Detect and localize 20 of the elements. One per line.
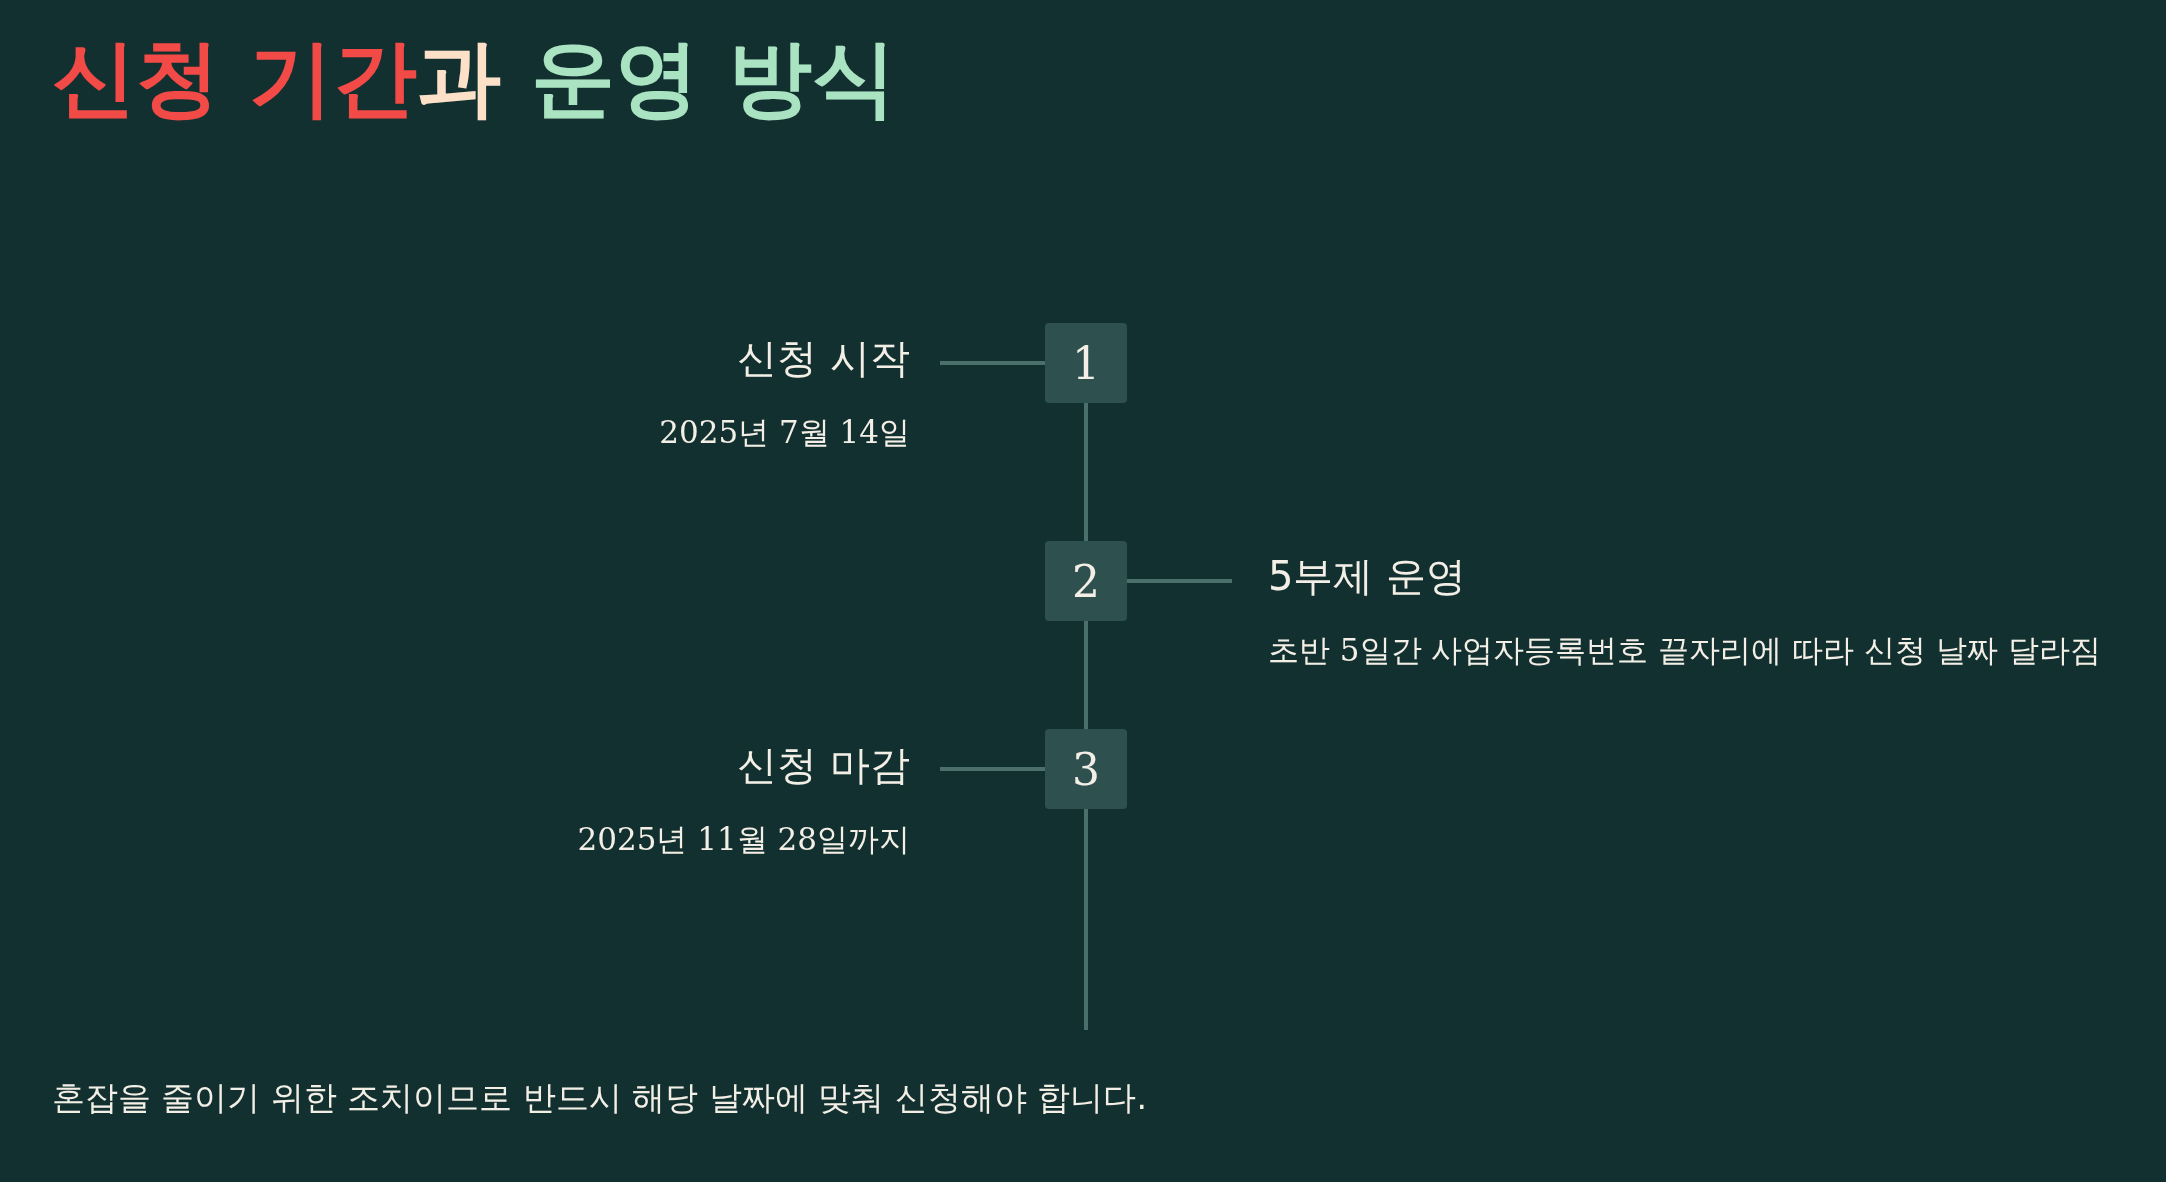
connector-line bbox=[940, 361, 1045, 365]
step-number: 2 bbox=[1072, 555, 1100, 607]
step-heading: 신청 시작 bbox=[737, 334, 910, 382]
step-heading: 5부제 운영 bbox=[1268, 552, 1467, 600]
step-number-box bbox=[1045, 541, 1127, 621]
step-number-box bbox=[1045, 323, 1127, 403]
step-number: 1 bbox=[1072, 337, 1100, 389]
connector-line bbox=[1127, 579, 1232, 583]
connector-line bbox=[940, 767, 1045, 771]
step-heading: 신청 마감 bbox=[737, 741, 910, 789]
title: 신청 기간과 운영 방식 bbox=[52, 28, 896, 129]
step-detail: 2025년 7월 14일 bbox=[659, 413, 910, 452]
connector-line bbox=[1084, 809, 1088, 1030]
step-detail: 초반 5일간 사업자등록번호 끝자리에 따라 신청 날짜 달라짐 bbox=[1268, 631, 2101, 670]
connector-line bbox=[1084, 403, 1088, 541]
step-number-box bbox=[1045, 729, 1127, 809]
step-number: 3 bbox=[1072, 743, 1100, 795]
connector-line bbox=[1084, 621, 1088, 729]
step-detail: 2025년 11월 28일까지 bbox=[577, 820, 910, 859]
footnote: 혼잡을 줄이기 위한 조치이므로 반드시 해당 날짜에 맞춰 신청해야 합니다. bbox=[52, 1077, 1147, 1119]
